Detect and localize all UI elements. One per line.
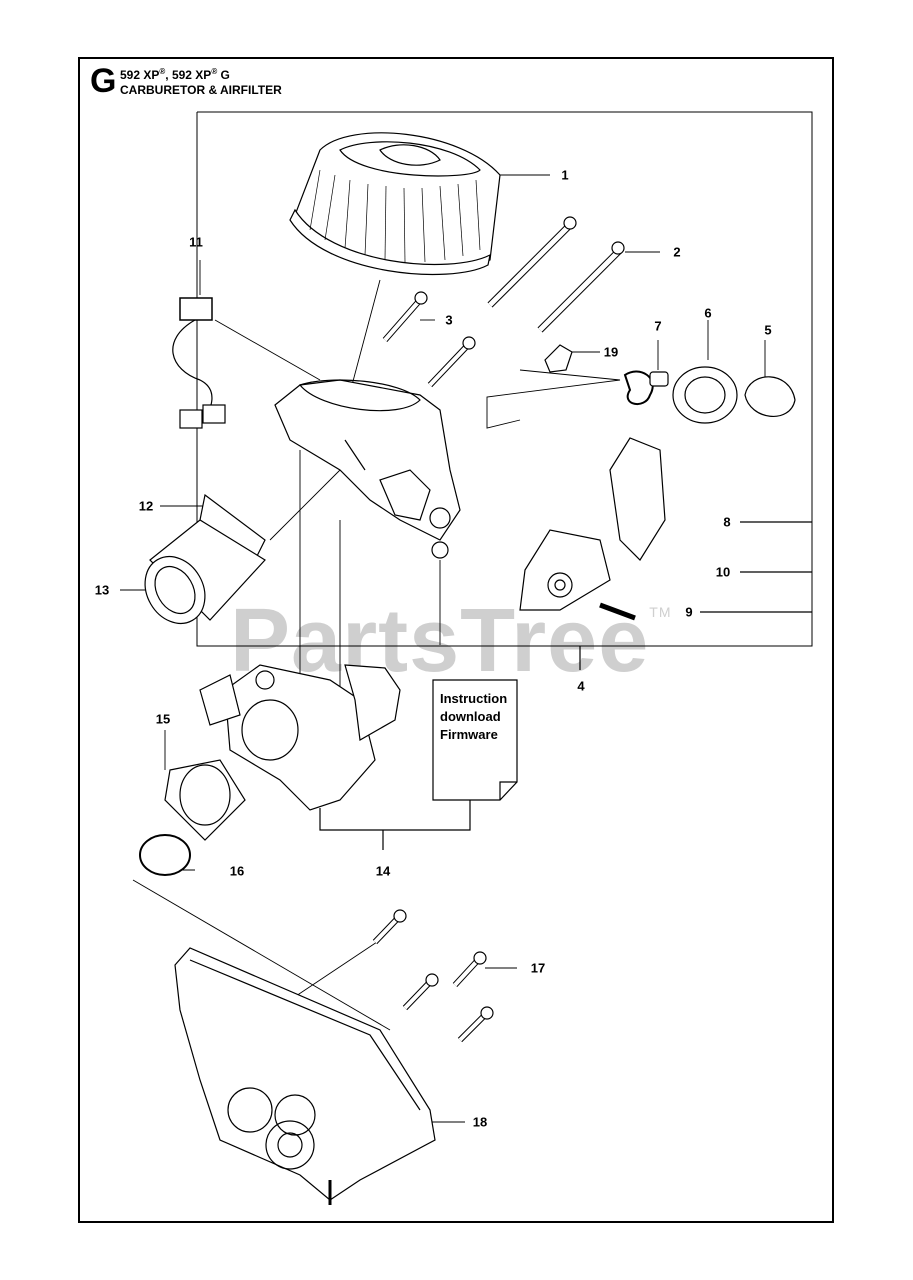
part-intake-boot [144,493,266,624]
section-letter: G [90,62,117,100]
part-carb-clamp [139,759,246,876]
diagram-frame [78,57,834,1223]
part-screws [382,291,476,388]
callout-4[interactable]: 4 [577,678,585,694]
callout-16[interactable]: 16 [229,863,245,879]
callout-14[interactable]: 14 [375,863,391,879]
part-control-bracket [519,437,666,621]
part-primer-assembly [623,366,796,424]
callout-3[interactable]: 3 [445,312,453,328]
part-air-filter [289,132,501,276]
callout-7[interactable]: 7 [654,318,662,334]
callout-9[interactable]: 9 [685,604,693,620]
callout-8[interactable]: 8 [723,514,731,530]
diagram-title: CARBURETOR & AIRFILTER [120,83,282,97]
callout-10[interactable]: 10 [715,564,731,580]
group-bracket-lines [196,111,813,850]
callout-2[interactable]: 2 [673,244,681,260]
callout-15[interactable]: 15 [155,711,171,727]
callout-19[interactable]: 19 [603,344,619,360]
model-line: 592 XP®, 592 XP® G [120,67,230,82]
callout-1[interactable]: 1 [561,167,569,183]
part-cover-bolts [372,909,494,1043]
part-carburetor [199,664,401,811]
callout-6[interactable]: 6 [704,305,712,321]
part-long-bolts [487,216,625,333]
callout-12[interactable]: 12 [138,498,154,514]
part-intake-housing [274,379,461,559]
part-air-intake-base [174,947,436,1205]
document-note: Instruction download Firmware [440,691,508,742]
part-clip [544,344,573,373]
callout-13[interactable]: 13 [94,582,110,598]
callout-17[interactable]: 17 [530,960,546,976]
callout-5[interactable]: 5 [764,322,772,338]
callout-18[interactable]: 18 [472,1114,488,1130]
instruction-document [432,679,518,801]
callout-11[interactable]: 11 [189,234,203,250]
part-sensor-cable [172,297,226,429]
